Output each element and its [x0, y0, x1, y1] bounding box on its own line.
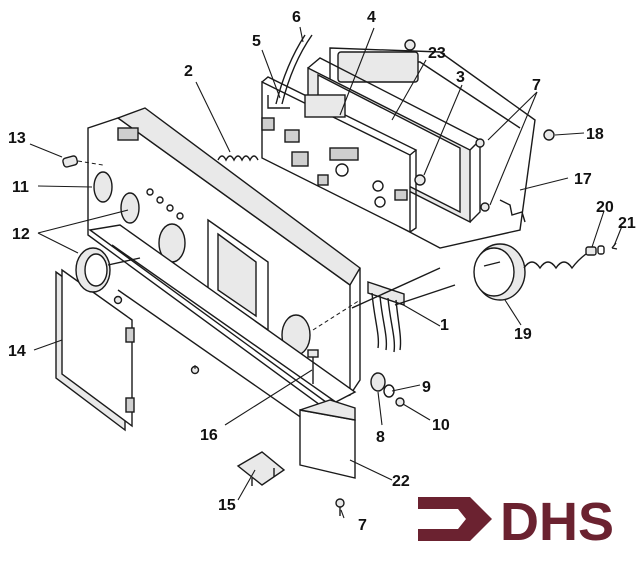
callout-15: 15: [218, 497, 236, 514]
callout-18: 18: [586, 126, 604, 143]
callout-4: 4: [367, 9, 376, 26]
callout-6: 6: [292, 9, 301, 26]
callout-9: 9: [422, 379, 431, 396]
callout-17: 17: [574, 171, 592, 188]
dhs-logo-text: DHS: [500, 492, 614, 552]
callout-2: 2: [184, 63, 193, 80]
wire-harness-6: [275, 34, 313, 105]
small-parts: [62, 39, 618, 516]
callout-13: 13: [8, 130, 26, 147]
callout-10: 10: [432, 417, 450, 434]
alignment-lines: [77, 160, 456, 372]
callout-22: 22: [392, 473, 410, 490]
bottom-cover: [299, 399, 356, 479]
callout-11: 11: [12, 179, 29, 196]
dhs-logo: DHS: [418, 492, 614, 552]
callout-16: 16: [200, 427, 218, 444]
access-flap: [55, 268, 135, 432]
dhs-logo-arrow-mark: [418, 497, 492, 541]
callout-8: 8: [376, 429, 385, 446]
callout-1: 1: [440, 317, 449, 334]
callout-7a: 7: [532, 77, 541, 94]
callout-labels: 1 2 3 4 5 6 7 7 8 9 10 11 12 13 14 15 16…: [8, 9, 636, 534]
pressure-gauge: [473, 243, 587, 301]
callout-20: 20: [596, 199, 614, 216]
knob: [75, 247, 141, 293]
circuit-board: [261, 76, 418, 234]
callout-5: 5: [252, 33, 261, 50]
callout-14: 14: [8, 343, 26, 360]
callout-12: 12: [12, 226, 30, 243]
callout-21: 21: [618, 215, 636, 232]
callout-23: 23: [428, 45, 446, 62]
callout-7b: 7: [358, 517, 367, 534]
callout-3: 3: [456, 69, 465, 86]
leader-lines: [29, 26, 623, 519]
callout-19: 19: [514, 326, 532, 343]
front-fascia: [87, 107, 361, 406]
